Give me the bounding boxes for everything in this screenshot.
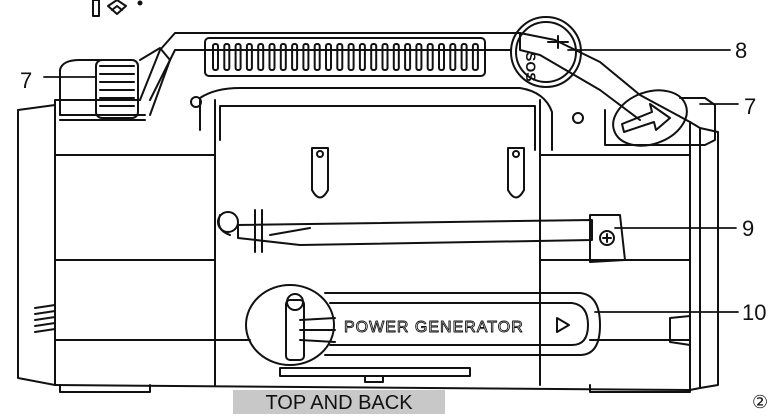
antenna [218, 210, 625, 262]
grip-rib [394, 44, 399, 70]
callout-7-left: 7 [20, 70, 32, 92]
right-dial [605, 81, 715, 156]
grip-rib [224, 44, 229, 70]
callout-9: 9 [742, 218, 754, 240]
callout-8: 8 [735, 40, 747, 62]
partial-icons-top-left [93, 0, 142, 16]
grip-rib [428, 44, 433, 70]
grip-rib [315, 44, 320, 70]
grip-rib [326, 44, 331, 70]
grip-rib [236, 44, 241, 70]
grip-rib [439, 44, 444, 70]
grip-rib [337, 44, 342, 70]
grip-rib [258, 44, 263, 70]
device-body [18, 33, 718, 392]
grip-rib [450, 44, 455, 70]
grip-rib [416, 44, 421, 70]
grip-rib [371, 44, 376, 70]
callout-10: 10 [742, 302, 766, 324]
grip-rib [292, 44, 297, 70]
grip-rib [247, 44, 252, 70]
power-generator-crank: POWER GENERATOR [246, 285, 600, 365]
sos-button: SOS [511, 17, 581, 87]
grip-rib [270, 44, 275, 70]
hook-slots [312, 148, 524, 198]
handle-grip [205, 38, 485, 76]
grip-rib [303, 44, 308, 70]
handle-opening [200, 88, 552, 150]
caption-top-and-back: TOP AND BACK [233, 390, 445, 414]
left-knob [60, 48, 170, 120]
grip-rib [360, 44, 365, 70]
grip-rib [405, 44, 410, 70]
grip-rib [462, 44, 467, 70]
grip-rib [383, 44, 388, 70]
grip-rib [213, 44, 218, 70]
page-mark: ② [752, 392, 768, 413]
callout-7-right: 7 [744, 96, 756, 118]
power-generator-label: POWER GENERATOR [344, 319, 524, 336]
grip-rib [473, 44, 478, 70]
grip-rib [281, 44, 286, 70]
grip-rib [349, 44, 354, 70]
sos-label: SOS [523, 52, 539, 82]
